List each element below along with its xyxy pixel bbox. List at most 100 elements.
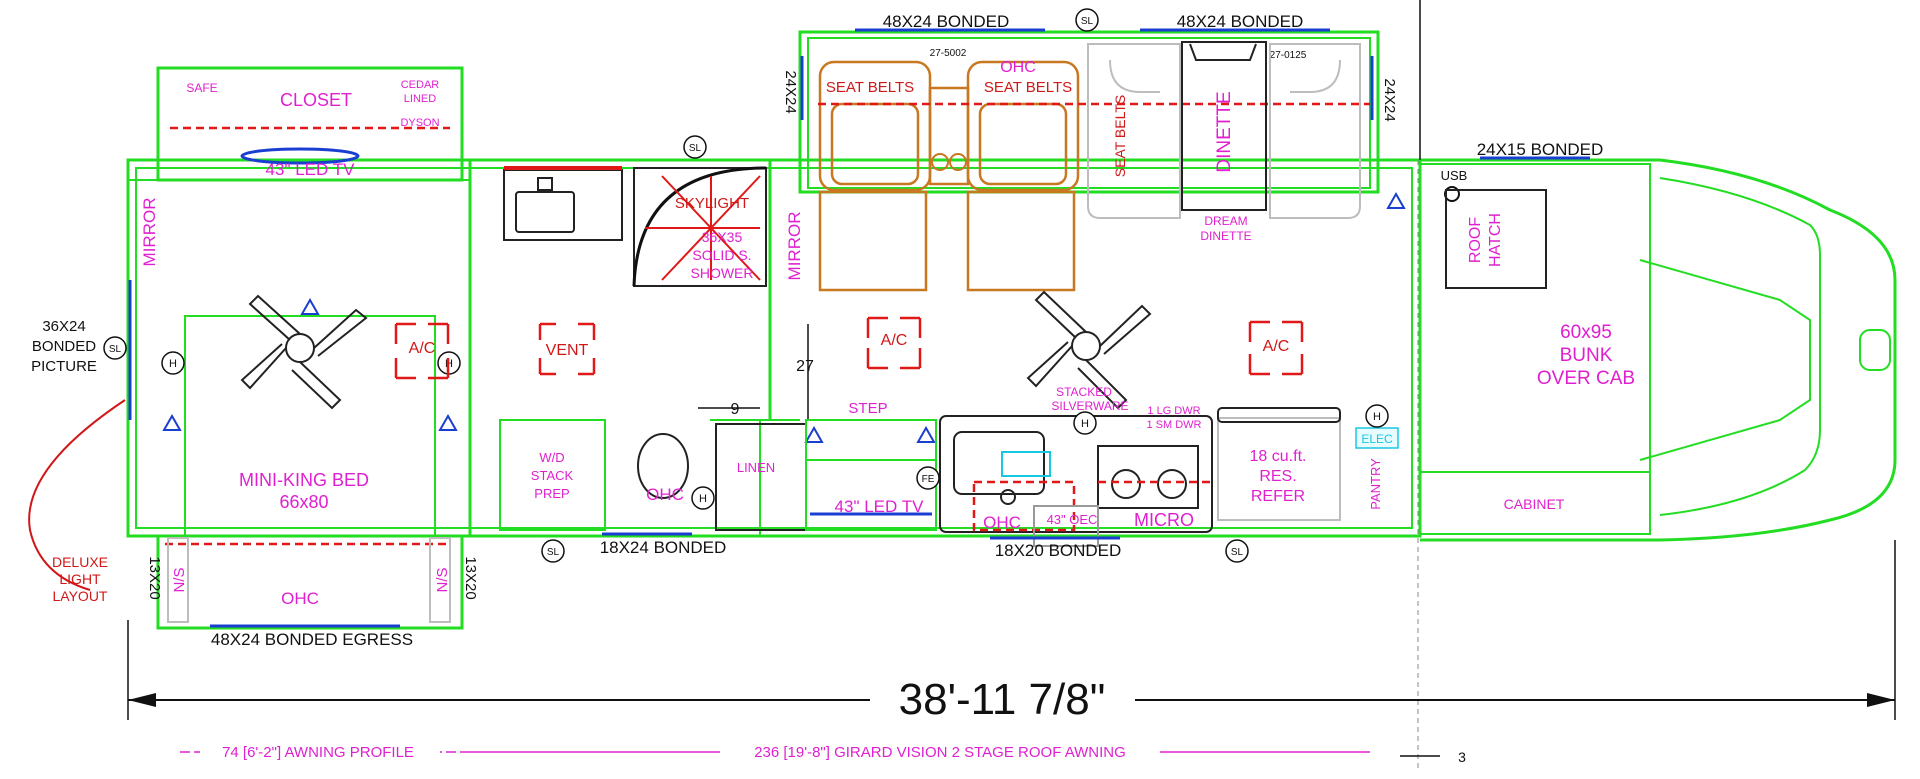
dinette-table [1181, 41, 1267, 211]
galley-window-label: 18X20 BONDED [995, 541, 1122, 560]
fire-extinguisher-marker: FE [916, 466, 940, 490]
detector-icon-4 [1386, 191, 1406, 209]
detector-icon-6 [916, 425, 936, 443]
refer-label-3: REFER [1251, 488, 1305, 505]
dinette-label: DINETTE [1214, 91, 1235, 172]
closet-label: CLOSET [280, 90, 352, 110]
living-ceiling-fan-icon [1026, 290, 1152, 410]
roof-window-label: 24X15 BONDED [1477, 140, 1604, 159]
seat-belts-label-1: SEAT BELTS [826, 79, 914, 96]
svg-text:SL: SL [689, 143, 702, 154]
bed-label-1: MINI-KING BED [239, 470, 369, 490]
lg-drawer-label: 1 LG DWR [1147, 405, 1200, 417]
bed-frame [184, 315, 436, 537]
roof-hatch-label-2: HATCH [1487, 213, 1504, 267]
stacked-label-1: STACKED [1056, 385, 1112, 399]
smoke-light-marker-2: SL [683, 135, 707, 159]
bedroom-ac-unit: A/C [394, 322, 450, 380]
nightstand-left-label: N/S [171, 567, 188, 592]
galley-cutting-board [1001, 451, 1051, 477]
sm-drawer-label: 1 SM DWR [1147, 419, 1202, 431]
nightstand-right-label: N/S [434, 567, 451, 592]
smoke-light-marker-4: SL [541, 539, 565, 563]
cooktop [1097, 445, 1199, 509]
deluxe-label-3: LAYOUT [53, 588, 108, 604]
cupholder-icon-2 [949, 153, 967, 171]
svg-text:SL: SL [547, 547, 560, 558]
bunk-label-3: OVER CAB [1537, 368, 1635, 389]
elec-label: ELEC [1361, 432, 1393, 446]
wd-label-1: W/D [539, 450, 564, 465]
living-tv-label: 43" LED TV [835, 497, 925, 516]
svg-text:SL: SL [1081, 16, 1094, 27]
cabinet-label: CABINET [1504, 496, 1565, 512]
bath-faucet-icon [537, 177, 553, 191]
detector-icon-3 [438, 413, 458, 431]
micro-label: MICRO [1134, 510, 1194, 530]
shower-stall [633, 167, 767, 287]
footrest-right [966, 190, 1076, 292]
svg-text:H: H [1081, 418, 1089, 430]
shower-label-2: SOLID S. [692, 247, 751, 263]
cab-outline [1420, 158, 1897, 542]
oec-label: 43" OEC [1047, 512, 1098, 527]
svg-text:VENT: VENT [546, 342, 589, 359]
skylight-icon [645, 175, 761, 281]
smoke-light-marker-3: SL [103, 336, 127, 360]
cedar-label-2: LINED [404, 93, 436, 105]
seat-belts-label-2: SEAT BELTS [984, 79, 1072, 96]
cedar-label-1: CEDAR [401, 79, 440, 91]
cab-mirror [1859, 329, 1891, 371]
bedroom-tv-label: 43" LED TV [266, 160, 356, 179]
heater-marker-4: H [1073, 411, 1097, 435]
living-ac-unit: A/C [866, 316, 922, 370]
detector-icon-1 [300, 297, 320, 315]
window-24x24-right-label: 24X24 [1381, 78, 1398, 121]
electric-panel [1355, 427, 1399, 449]
pantry-label: PANTRY [1368, 458, 1383, 510]
egress-window-label: 48X24 BONDED EGRESS [211, 630, 413, 649]
heater-marker-5: H [1365, 404, 1389, 428]
dream-dinette-label-1: DREAM [1204, 214, 1247, 228]
seat-belts-label-3: SEAT BELTS [1112, 95, 1128, 177]
svg-text:SL: SL [1231, 547, 1244, 558]
bedroom-mirror-label: MIRROR [140, 198, 159, 267]
nightstand-right [429, 537, 451, 623]
svg-text:SL: SL [109, 344, 122, 355]
shower-label-3: SHOWER [691, 265, 754, 281]
part-number-1: 27-5002 [930, 48, 967, 59]
deluxe-label-1: DELUXE [52, 554, 108, 570]
egress-slideout [156, 534, 464, 630]
detector-icon-2 [162, 413, 182, 431]
deluxe-light-leader [28, 399, 126, 591]
toilet-icon [637, 433, 689, 499]
svg-text:FE: FE [922, 474, 935, 485]
smoke-light-marker-1: SL [1075, 8, 1099, 32]
dyson-label: DYSON [400, 117, 439, 129]
cab-hood-line [1659, 177, 1821, 516]
awning-profile-bg [200, 743, 440, 761]
window-13x20-right-label: 13X20 [462, 556, 479, 599]
bunk-label-1: 60x95 [1560, 322, 1612, 343]
galley-ohc-label: OHC [983, 513, 1021, 532]
front-ac-unit: A/C [1248, 320, 1304, 376]
bed-label-2: 66x80 [279, 492, 328, 512]
smoke-light-marker-5: SL [1225, 539, 1249, 563]
safe-label: SAFE [186, 81, 217, 95]
refrigerator-top [1217, 407, 1341, 423]
dinette-bench-curve-right [1290, 59, 1341, 93]
galley-faucet-icon [1000, 489, 1016, 505]
bedroom-ohc-label: OHC [281, 589, 319, 608]
roof-vent: VENT [538, 322, 596, 376]
burner-icon-1 [1111, 469, 1141, 499]
console-between-recliners [928, 86, 970, 186]
svg-text:A/C: A/C [409, 340, 436, 357]
dim-arrow-right-icon [1867, 693, 1895, 707]
refer-label-1: 18 cu.ft. [1250, 448, 1307, 465]
vanity [503, 169, 623, 241]
nightstand-left [167, 537, 189, 623]
burner-icon-2 [1157, 469, 1187, 499]
ohc-dashed-box [972, 480, 1076, 532]
dim-arrow-left-icon [128, 693, 156, 707]
dream-dinette-label-2: DINETTE [1200, 229, 1251, 243]
